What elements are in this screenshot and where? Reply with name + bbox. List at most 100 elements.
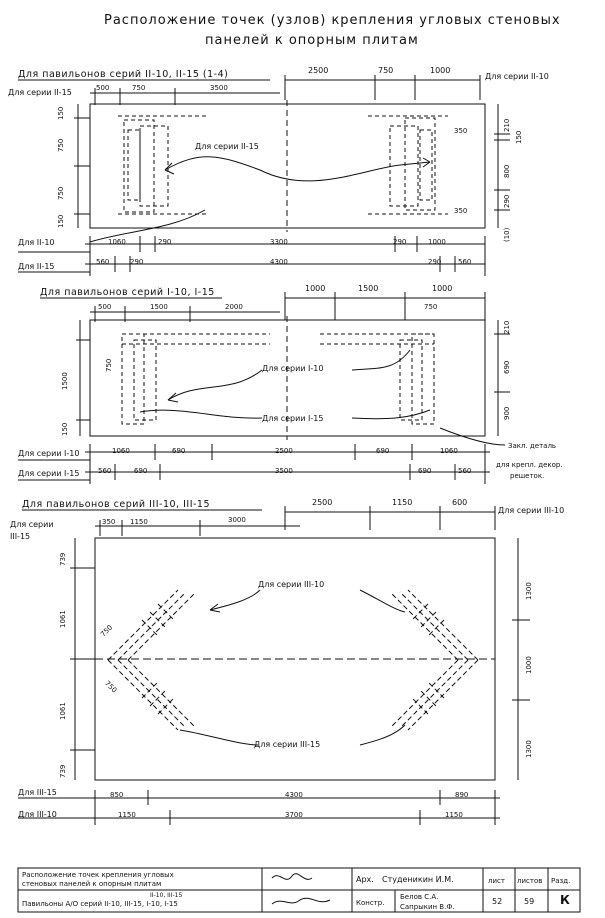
dim-text: 739: [59, 552, 67, 566]
dim-text: 1000: [525, 656, 533, 674]
stamp-name-2a: Белов С.А.: [400, 893, 439, 901]
section1-callout: Для серии II-15: [195, 142, 259, 151]
dim-text: 560: [96, 258, 110, 266]
stamp-col-sheet: лист: [488, 877, 505, 885]
section3-left-series-1: Для серии: [10, 520, 54, 529]
dim-text: 1150: [118, 811, 136, 819]
dim-text: 3700: [285, 811, 303, 819]
dim-text: 1000: [305, 284, 326, 293]
stamp-sheets-total: 59: [524, 897, 535, 906]
dim-text: 290: [428, 258, 442, 266]
dim-text: 1060: [112, 447, 130, 455]
dim-text: 1000: [428, 238, 446, 246]
dim-text: 290: [130, 258, 144, 266]
section3-row2-label: Для III-10: [18, 810, 57, 819]
dim-text: 350: [454, 207, 468, 215]
signature-2: [271, 897, 331, 905]
dim-text: 1300: [525, 740, 533, 758]
dim-text: 150: [61, 422, 69, 436]
dim-text: 1061: [59, 610, 67, 628]
stamp-col-sheets: листов: [517, 877, 543, 885]
dim-text: 500: [98, 303, 112, 311]
dim-text: 1060: [440, 447, 458, 455]
dim-text: 1500: [358, 284, 379, 293]
stamp-desc-1: Расположение точек крепления угловых: [22, 871, 174, 879]
section1-left-series: Для серии II-15: [8, 88, 72, 97]
section1-heading: Для павильонов серий II-10, II-15 (1-4): [18, 69, 229, 80]
section2-callout-a: Для серии I-10: [262, 364, 324, 373]
dim-text: 800: [503, 164, 511, 178]
section1-row1-label: Для II-10: [18, 238, 55, 247]
dim-text: 3500: [275, 467, 293, 475]
dim-text: 1061: [59, 702, 67, 720]
dim-text: 750: [57, 138, 65, 152]
dim-text: 2500: [275, 447, 293, 455]
dim-text: 290: [158, 238, 172, 246]
dim-text: 900: [503, 406, 511, 420]
stamp-desc-2: стеновых панелей к опорным плитам: [22, 880, 162, 888]
dim-text: 1060: [108, 238, 126, 246]
stamp-name-1: Студеникин И.М.: [382, 875, 454, 884]
dim-text: 290: [503, 194, 511, 208]
section3-right-series: Для серии III-10: [498, 506, 565, 515]
dim-text: 150: [515, 130, 523, 144]
dim-text: 150: [57, 214, 65, 228]
dim-text: 750: [105, 358, 113, 372]
section2-note-1: Закл. деталь: [508, 442, 557, 450]
dim-text: 1150: [130, 518, 148, 526]
section3-row1-label: Для III-15: [18, 788, 57, 797]
dim-text: 750: [378, 66, 394, 75]
dim-text: 290: [393, 238, 407, 246]
dim-text: 1000: [432, 284, 453, 293]
dim-text: 1500: [61, 372, 69, 390]
stamp-col-section: Разд.: [551, 877, 571, 885]
section2-row1-label: Для серии I-10: [18, 449, 80, 458]
section3-left-series-2: III-15: [10, 532, 31, 541]
dim-text: 2500: [308, 66, 329, 75]
dim-text: 739: [59, 764, 67, 778]
dim-text: 690: [134, 467, 148, 475]
section2-note-3: решеток.: [510, 472, 545, 480]
dim-text: 560: [98, 467, 112, 475]
stamp-sheet-no: 52: [492, 897, 503, 906]
section3-heading: Для павильонов серий III-10, III-15: [22, 499, 211, 510]
signature-1: [271, 873, 313, 880]
dim-text: 350: [454, 127, 468, 135]
dim-text: 850: [110, 791, 124, 799]
title-line1: Расположение точек (узлов) крепления угл…: [104, 13, 561, 28]
stamp-desc-3: Павильоны А/О серий II-10, III-15, I-10,…: [22, 900, 178, 908]
section2-row2-label: Для серии I-15: [18, 469, 80, 478]
dim-text: 690: [503, 360, 511, 374]
stamp-role-1: Арх.: [356, 875, 374, 884]
section1-right-series: Для серии II-10: [485, 72, 549, 81]
dim-text: 3300: [270, 238, 288, 246]
stamp-role-2: Констр.: [356, 899, 385, 907]
dim-text: 150: [57, 106, 65, 120]
dim-text: 750: [424, 303, 438, 311]
section3-callout-b: Для серии III-15: [254, 740, 321, 749]
section2-note-2: для крепл. декор.: [496, 461, 563, 469]
dim-text: 560: [458, 258, 472, 266]
dim-text: 3000: [228, 516, 246, 524]
section2-heading: Для павильонов серий I-10, I-15: [40, 287, 215, 298]
dim-text: 2000: [225, 303, 243, 311]
dim-text: 560: [458, 467, 472, 475]
dim-text: 1300: [525, 582, 533, 600]
stamp-desc-sup: II-10, III-15: [150, 892, 183, 899]
dim-text: 210: [503, 320, 511, 334]
dim-text: 750: [132, 84, 146, 92]
dim-text: 500: [96, 84, 110, 92]
section2-callout-b: Для серии I-15: [262, 414, 324, 423]
dim-text: 1150: [392, 498, 413, 507]
dim-text: 2500: [312, 498, 333, 507]
dim-text: 750: [57, 186, 65, 200]
dim-text: 690: [418, 467, 432, 475]
dim-text: (10): [503, 227, 511, 242]
dim-text: 890: [455, 791, 469, 799]
dim-text: 600: [452, 498, 468, 507]
section1-row2-label: Для II-15: [18, 262, 55, 271]
stamp-section-letter: К: [560, 893, 570, 907]
stamp-name-2b: Сапрыкин В.Ф.: [400, 903, 455, 911]
